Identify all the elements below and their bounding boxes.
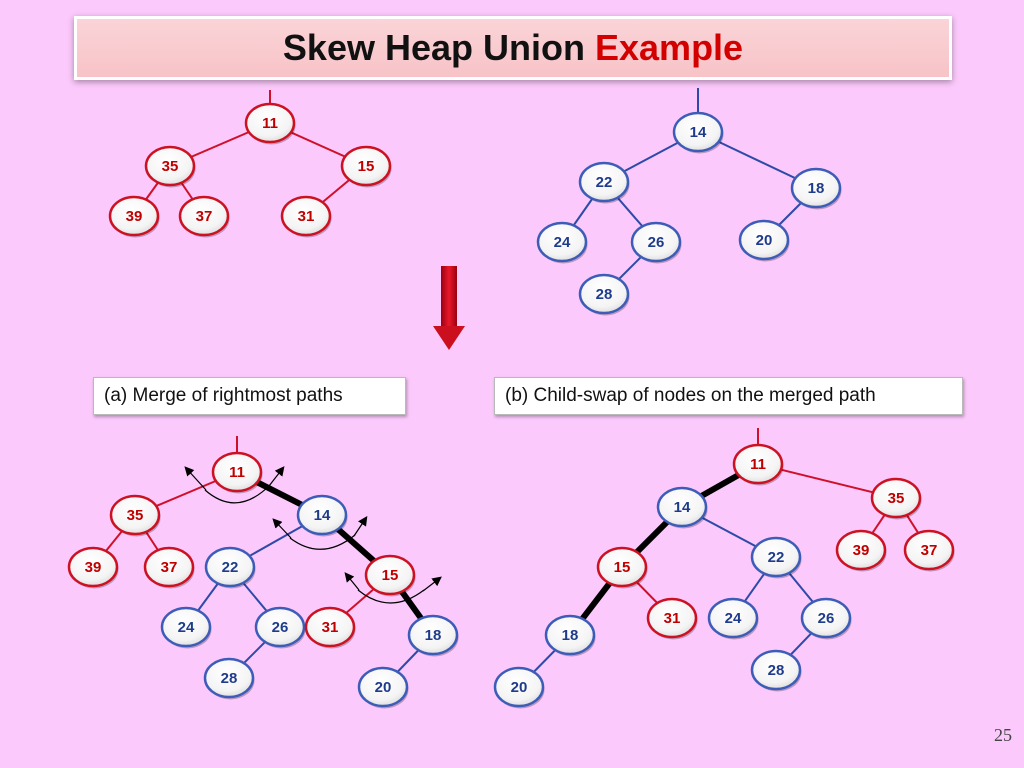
node-label-39: 39 [126, 208, 143, 225]
node-label-11: 11 [229, 464, 245, 481]
top-right-heap-node-20: 20 [738, 219, 790, 262]
node-label-31: 31 [298, 208, 315, 225]
swap-arrow-14-left [272, 518, 292, 539]
node-label-18: 18 [808, 180, 825, 197]
page-number: 25 [994, 725, 1012, 745]
child-swapped-node-11: 11 [732, 443, 784, 486]
node-label-39: 39 [853, 542, 870, 559]
node-label-35: 35 [162, 158, 179, 175]
node-label-14: 14 [314, 507, 331, 524]
node-label-26: 26 [648, 234, 665, 251]
child-swapped-node-35: 35 [870, 477, 922, 520]
node-label-26: 26 [272, 619, 289, 636]
top-left-heap-node-11: 11 [244, 102, 296, 145]
swap-arrow-14 [289, 534, 356, 550]
node-label-11: 11 [750, 456, 766, 473]
node-label-31: 31 [664, 610, 681, 627]
node-label-18: 18 [425, 627, 442, 644]
child-swapped-node-15: 15 [596, 546, 648, 589]
top-right-heap-node-26: 26 [630, 221, 682, 264]
node-label-20: 20 [375, 679, 392, 696]
node-label-14: 14 [674, 499, 691, 516]
swap-arrow-11-left [184, 466, 207, 491]
node-label-37: 37 [196, 208, 213, 225]
child-swapped-node-20: 20 [493, 666, 545, 709]
node-label-28: 28 [221, 670, 238, 687]
swap-arrow-15 [357, 589, 425, 604]
child-swapped-node-14: 14 [656, 486, 708, 529]
caption-merge-rightmost-paths: (a) Merge of rightmost paths [93, 377, 406, 415]
node-label-35: 35 [127, 507, 144, 524]
node-label-22: 22 [596, 174, 613, 191]
top-right-heap-node-24: 24 [536, 221, 588, 264]
node-label-35: 35 [888, 490, 905, 507]
merged-rightmost-paths-node-28: 28 [203, 657, 255, 700]
node-label-11: 11 [262, 115, 278, 132]
swap-arrows-layer [184, 466, 442, 604]
node-label-15: 15 [382, 567, 399, 584]
merged-rightmost-paths-node-22: 22 [204, 546, 256, 589]
swap-arrow-14-right [353, 516, 368, 537]
node-label-15: 15 [614, 559, 631, 576]
child-swapped-node-18: 18 [544, 614, 596, 657]
swap-arrow-11-right [268, 466, 285, 487]
node-label-28: 28 [596, 286, 613, 303]
node-label-37: 37 [161, 559, 178, 576]
caption-child-swap: (b) Child-swap of nodes on the merged pa… [494, 377, 963, 415]
top-right-heap-node-14: 14 [672, 111, 724, 154]
node-label-15: 15 [358, 158, 375, 175]
child-swapped-node-39: 39 [835, 529, 887, 572]
merged-rightmost-paths-node-37: 37 [143, 546, 195, 589]
down-arrow [433, 266, 465, 350]
merged-rightmost-paths-node-39: 39 [67, 546, 119, 589]
node-label-22: 22 [768, 549, 785, 566]
merged-rightmost-paths-node-18: 18 [407, 614, 459, 657]
swap-arrow-11 [204, 484, 271, 504]
node-label-24: 24 [178, 619, 195, 636]
merged-rightmost-paths-node-14: 14 [296, 494, 348, 537]
swap-arrow-15-right [422, 576, 442, 592]
merged-rightmost-paths-node-20: 20 [357, 666, 409, 709]
child-swapped-node-28: 28 [750, 649, 802, 692]
top-left-heap-node-31: 31 [280, 195, 332, 238]
node-label-24: 24 [725, 610, 742, 627]
top-right-heap-node-28: 28 [578, 273, 630, 316]
node-label-22: 22 [222, 559, 239, 576]
child-swapped-node-24: 24 [707, 597, 759, 640]
swap-arrow-15-left [344, 572, 360, 591]
top-left-heap-node-39: 39 [108, 195, 160, 238]
merged-rightmost-paths-node-24: 24 [160, 606, 212, 649]
top-right-heap-node-18: 18 [790, 167, 842, 210]
node-label-20: 20 [511, 679, 528, 696]
merged-rightmost-paths-node-31: 31 [304, 606, 356, 649]
child-swapped-node-22: 22 [750, 536, 802, 579]
child-swapped-node-31: 31 [646, 597, 698, 640]
node-label-26: 26 [818, 610, 835, 627]
merged-rightmost-paths-node-11: 11 [211, 451, 263, 494]
node-label-28: 28 [768, 662, 785, 679]
title-accent: Example [595, 27, 744, 68]
node-label-37: 37 [921, 542, 938, 559]
merged-rightmost-paths-node-26: 26 [254, 606, 306, 649]
top-left-heap-node-35: 35 [144, 145, 196, 188]
top-right-heap-node-22: 22 [578, 161, 630, 204]
top-left-heap-node-37: 37 [178, 195, 230, 238]
merged-rightmost-paths-node-35: 35 [109, 494, 161, 537]
child-swapped-node-26: 26 [800, 597, 852, 640]
node-label-31: 31 [322, 619, 339, 636]
merged-rightmost-paths-node-15: 15 [364, 554, 416, 597]
node-label-14: 14 [690, 124, 707, 141]
top-left-heap-node-15: 15 [340, 145, 392, 188]
node-label-24: 24 [554, 234, 571, 251]
node-label-20: 20 [756, 232, 773, 249]
title-main: Skew Heap Union [282, 27, 585, 68]
slide-title: Skew Heap Union Example [74, 16, 952, 80]
nodes-layer: 11 35 15 39 37 31 14 22 18 24 26 28 20 11 35 39 37 14 22 24… [67, 102, 955, 709]
node-label-39: 39 [85, 559, 102, 576]
node-label-18: 18 [562, 627, 579, 644]
child-swapped-node-37: 37 [903, 529, 955, 572]
